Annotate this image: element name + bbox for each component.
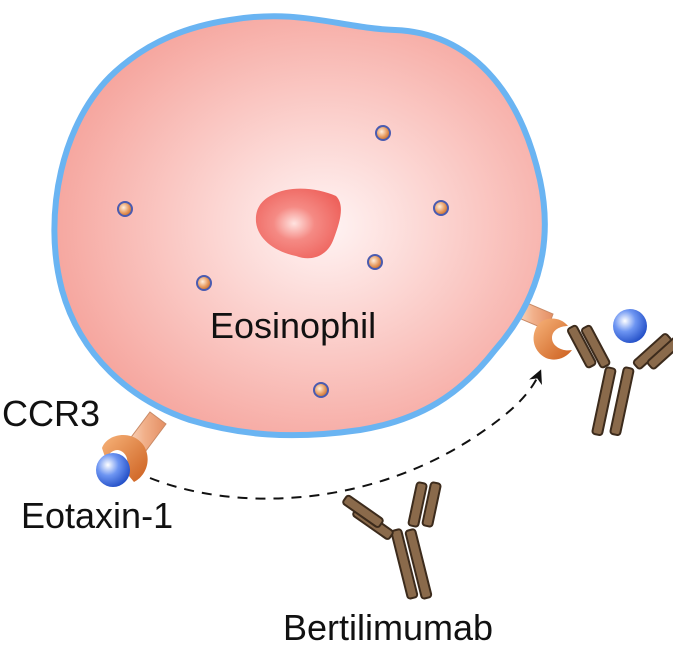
granule-icon	[117, 201, 133, 217]
antibody-icon	[342, 481, 442, 600]
nucleus-icon	[255, 188, 341, 259]
granules	[117, 125, 449, 398]
granule-icon	[433, 200, 449, 216]
cell-label: Eosinophil	[210, 305, 377, 346]
ccr3-receptor-icon	[533, 318, 572, 360]
granule-icon	[367, 254, 383, 270]
ccr3-receptor-icon	[102, 434, 148, 482]
granule-icon	[196, 275, 212, 291]
dashed-arrow	[149, 369, 542, 500]
granule-icon	[375, 125, 391, 141]
receptor-label: CCR3	[2, 393, 101, 434]
antibody-label: Bertilimumab	[283, 607, 494, 648]
eotaxin-ligand-icon	[96, 453, 130, 487]
antibody-icon	[566, 324, 673, 436]
ligand-label: Eotaxin-1	[21, 495, 174, 536]
eotaxin-ligand-icon	[613, 309, 647, 343]
granule-icon	[313, 382, 329, 398]
